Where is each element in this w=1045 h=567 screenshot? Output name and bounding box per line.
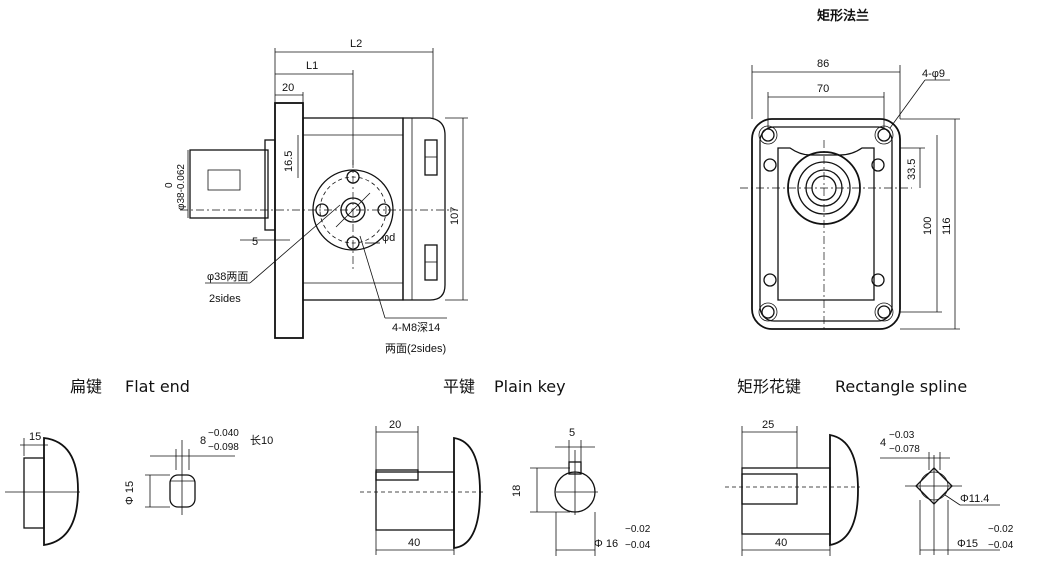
callout-both-sides: 两面(2sides) bbox=[385, 343, 446, 355]
flat-tol-upper: −0.040 bbox=[208, 428, 239, 439]
spline-phi15-upper: −0.02 bbox=[988, 524, 1014, 535]
dim-phi-d: φd bbox=[382, 232, 395, 244]
shaft-tol: φ38-0.062 bbox=[176, 164, 187, 210]
dim-16-5: 16.5 bbox=[283, 151, 295, 172]
dim-116: 116 bbox=[941, 217, 953, 235]
spline-en: Rectangle spline bbox=[835, 377, 967, 396]
dim-5: 5 bbox=[252, 236, 258, 248]
dim-70: 70 bbox=[817, 83, 829, 95]
flat-end-side: 15 bbox=[5, 431, 80, 547]
dim-100: 100 bbox=[922, 217, 934, 235]
plain-key-side: 20 40 bbox=[360, 419, 485, 555]
flat-tol-lower: −0.098 bbox=[208, 442, 239, 453]
shaft-tol-upper: 0 bbox=[164, 182, 175, 188]
spline-dim-4: 4 bbox=[880, 437, 886, 449]
key-dim-5: 5 bbox=[569, 427, 575, 439]
spline-phi15-lower: −0.04 bbox=[988, 540, 1014, 551]
dim-86: 86 bbox=[817, 58, 829, 70]
dim-4-phi9: 4-φ9 bbox=[922, 68, 945, 80]
flat-dim-15: 15 bbox=[29, 431, 41, 443]
flat-end-en: Flat end bbox=[125, 377, 190, 396]
plain-key-en: Plain key bbox=[494, 377, 566, 396]
rect-flange-title: 矩形法兰 bbox=[816, 8, 869, 24]
flat-end-cn: 扁键 bbox=[70, 377, 102, 396]
key-tol-upper: −0.02 bbox=[625, 524, 651, 535]
dim-20: 20 bbox=[282, 82, 294, 94]
pump-side-view: L2 L1 20 16.5 107 0 φ38-0.062 5 φd φ38两面… bbox=[164, 38, 468, 355]
spline-cn: 矩形花键 bbox=[737, 377, 801, 396]
key-phi16: Φ 16 bbox=[594, 538, 618, 550]
key-dim-18: 18 bbox=[511, 485, 523, 497]
plain-key-cn: 平键 bbox=[443, 377, 475, 396]
plain-key-section: 5 18 Φ 16 −0.02 −0.04 bbox=[511, 427, 651, 556]
key-dim-40: 40 bbox=[408, 537, 420, 549]
rect-flange-view: 86 70 4-φ9 33.5 100 116 bbox=[740, 58, 960, 330]
dim-33-5: 33.5 bbox=[906, 159, 918, 180]
flat-len10: 长10 bbox=[250, 434, 273, 447]
flat-dim-8: 8 bbox=[200, 435, 206, 447]
spline-dim-40: 40 bbox=[775, 537, 787, 549]
spline-tol-upper: −0.03 bbox=[889, 430, 915, 441]
spline-dim-25: 25 bbox=[762, 419, 774, 431]
dim-L2: L2 bbox=[350, 38, 362, 50]
callout-phi38-sides: φ38两面 bbox=[207, 271, 248, 283]
spline-section: 4 −0.03 −0.078 Φ11.4 Φ15 −0.02 −0.04 bbox=[880, 430, 1014, 555]
dim-107: 107 bbox=[449, 207, 461, 225]
spline-phi15: Φ15 bbox=[957, 538, 978, 550]
dim-L1: L1 bbox=[306, 60, 318, 72]
flat-phi15: Φ 15 bbox=[124, 481, 136, 505]
spline-side: 25 40 bbox=[725, 419, 860, 556]
flat-end-section: Φ 15 8 −0.040 −0.098 长10 bbox=[124, 428, 273, 515]
key-tol-lower: −0.04 bbox=[625, 540, 651, 551]
spline-phi11-4: Φ11.4 bbox=[960, 493, 989, 505]
callout-m8: 4-M8深14 bbox=[392, 321, 440, 334]
key-dim-20: 20 bbox=[389, 419, 401, 431]
spline-tol-lower: −0.078 bbox=[889, 444, 920, 455]
callout-2sides: 2sides bbox=[209, 293, 241, 305]
